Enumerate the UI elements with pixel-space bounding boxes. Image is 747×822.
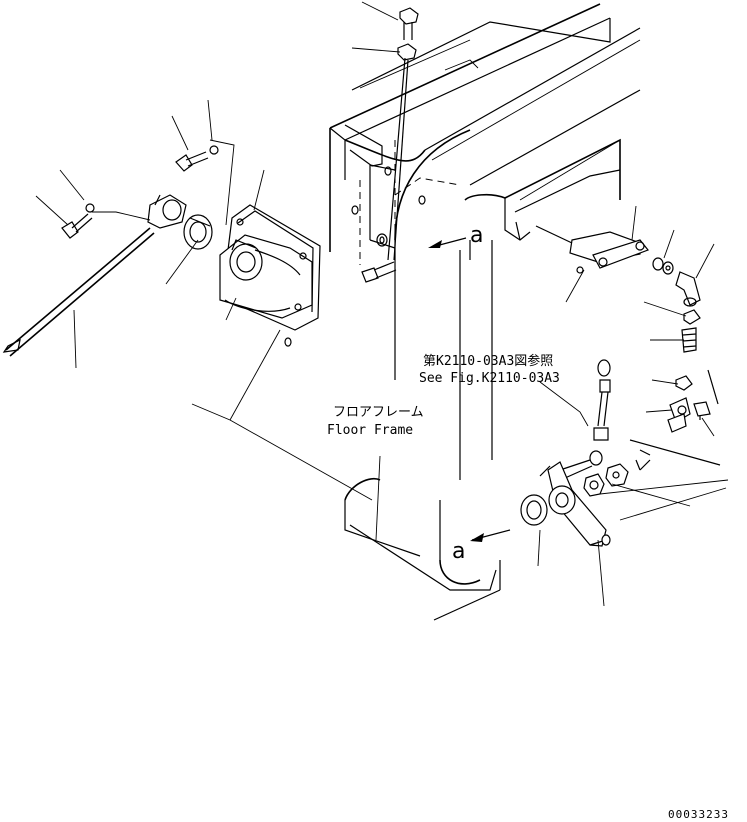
section-mark-upper: a [470,223,483,248]
mid-bolt [361,261,397,283]
reference-jp: 第K2110-03A3図参照 [423,353,553,369]
bushing [183,214,213,250]
lever-washers [652,257,674,275]
upper-lever [535,225,649,274]
top-bolt [387,7,419,261]
frame-label-en: Floor Frame [327,423,413,438]
drawing-number: 00033233 [668,808,729,821]
lower-washer [520,494,548,526]
section-mark-lower: a [452,539,465,564]
right-hardware [667,309,711,433]
floor-frame-outline [284,3,721,621]
section-arrow-lower [470,529,511,542]
control-rod [2,194,187,357]
leader-lines [35,1,729,607]
bolt-left [61,203,95,239]
frame-label-jp: フロアフレーム [333,405,424,420]
lower-nuts [583,463,629,497]
bell-crank [539,461,611,547]
elbow-fitting [675,271,701,307]
reference-en: See Fig.K2110-03A3 [419,371,560,386]
bolt-upper [175,145,219,172]
section-arrow-upper [428,237,467,248]
mount-cushion [219,204,321,331]
turnbuckle [559,359,611,479]
